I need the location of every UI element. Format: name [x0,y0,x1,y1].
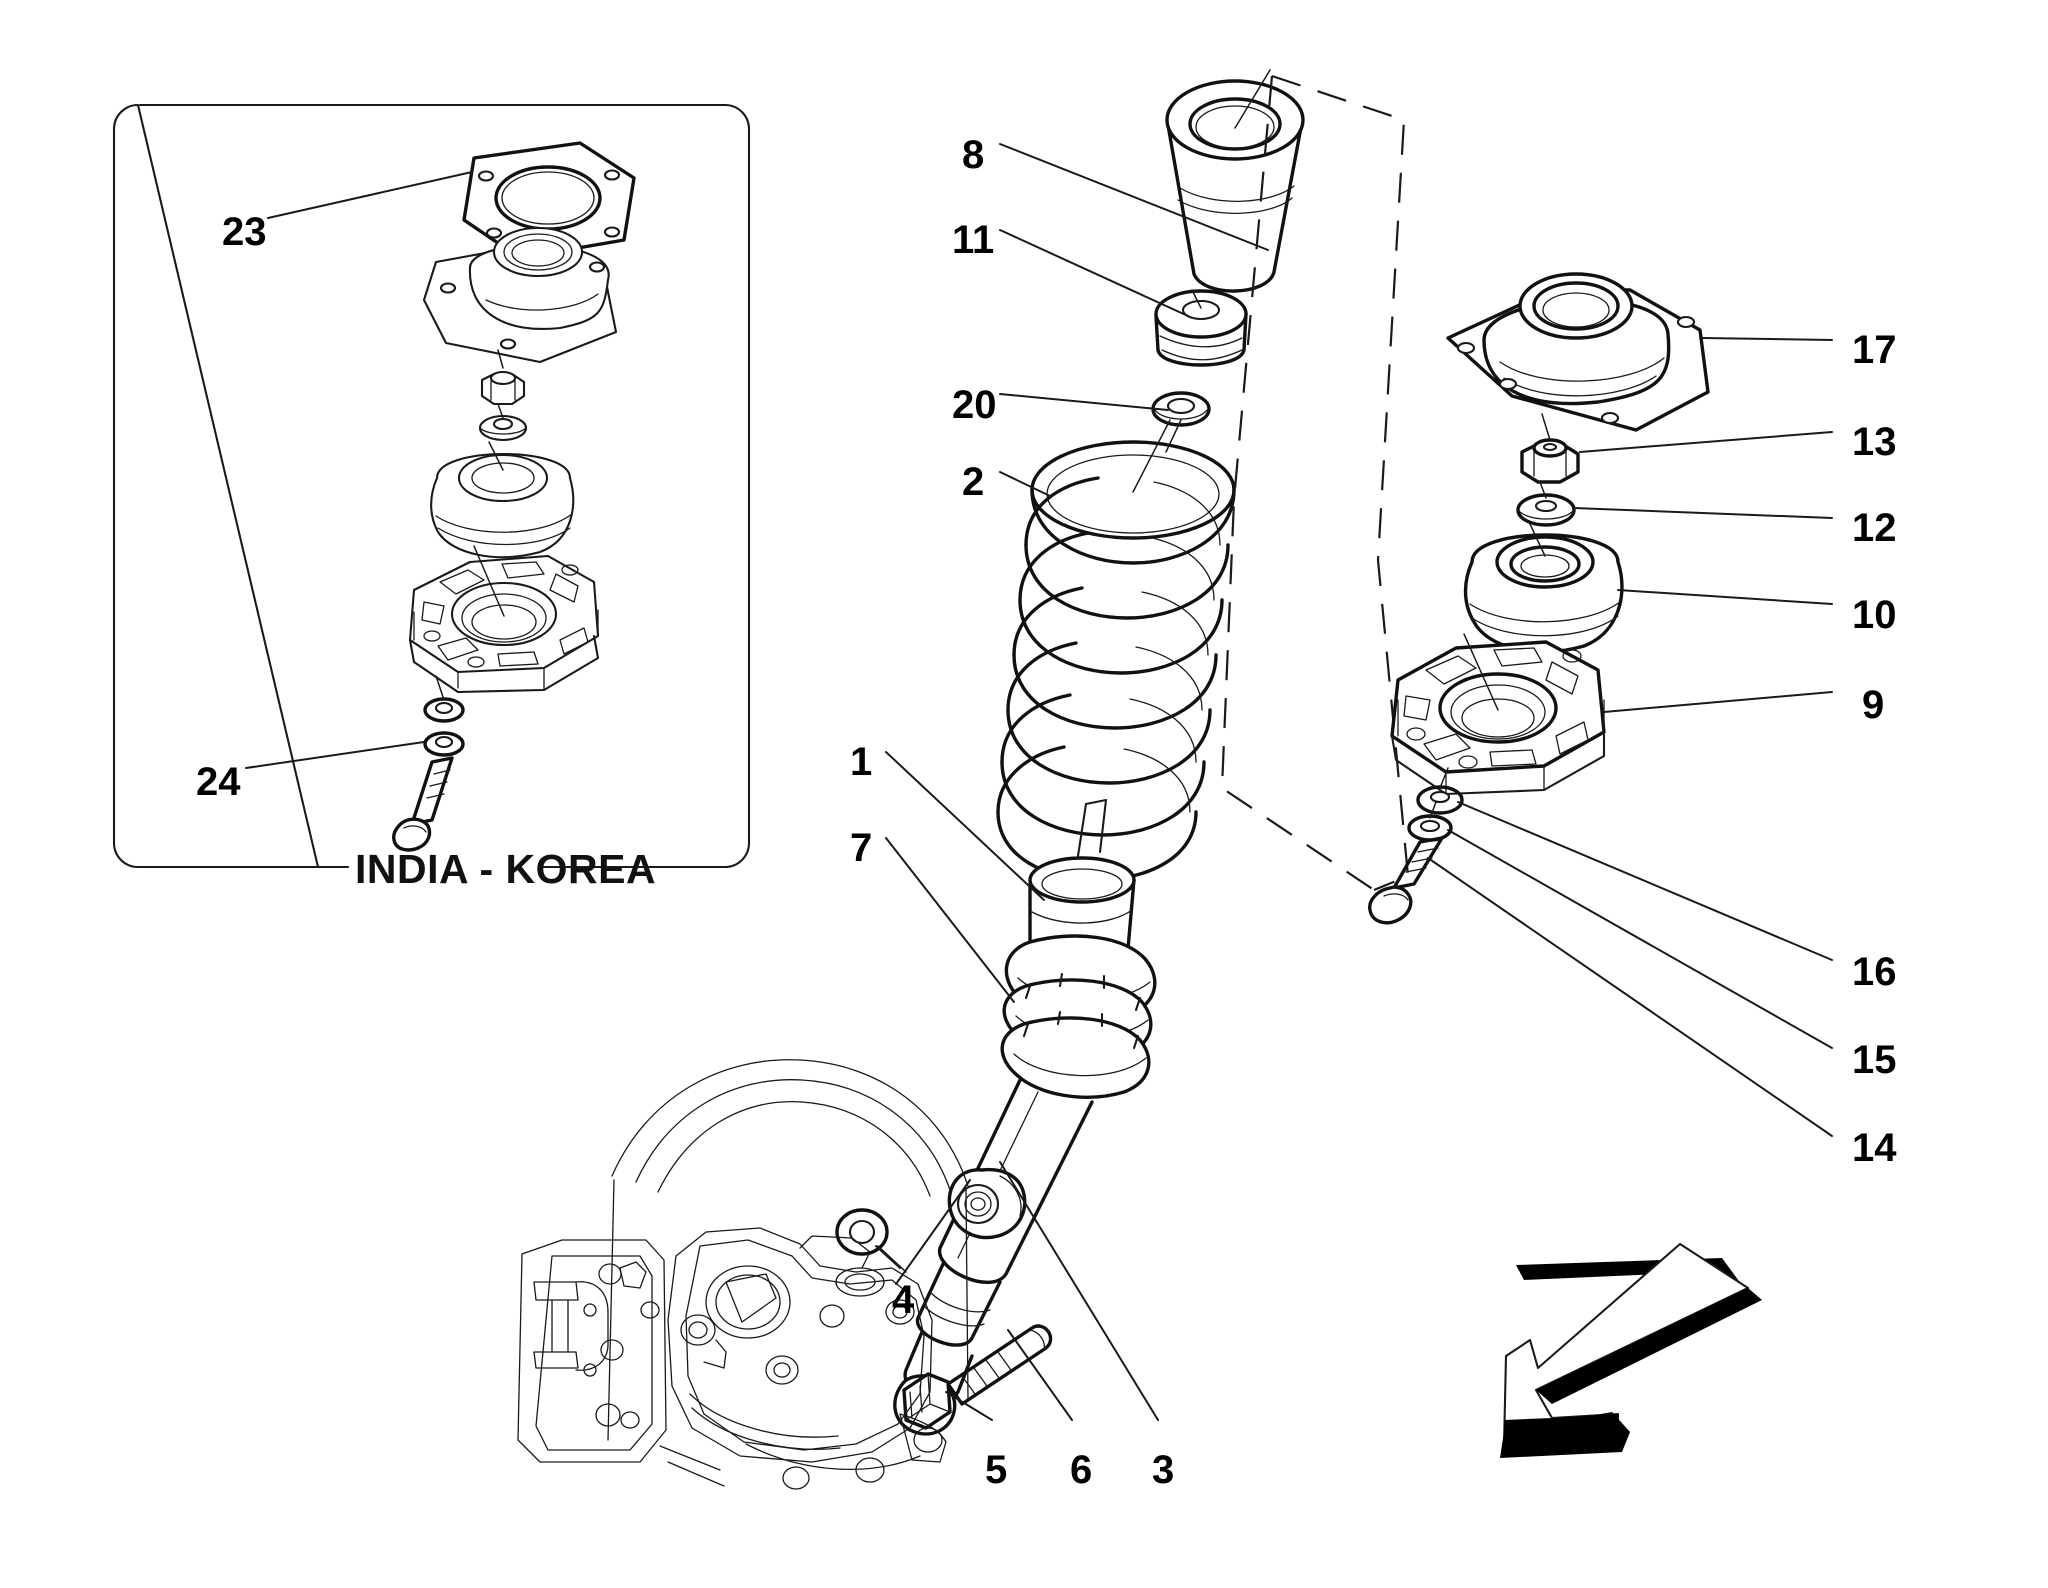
inset-part-rubber-bushing [430,441,575,559]
inset-caption: INDIA - KOREA [355,846,657,892]
main-part-20-spacer-ring [1151,391,1211,453]
leader-14 [1427,857,1833,1137]
main-part-8-spring-cup [1165,69,1305,293]
main-part-7-dust-boot [893,934,1157,1436]
leader-6 [1007,1329,1073,1421]
main-part-6-bolt [946,1324,1053,1406]
right-part-13-nut [1520,413,1580,484]
leader-24 [245,741,425,769]
callout-11: 11 [952,218,995,262]
callout-5: 5 [985,1448,1008,1492]
callout-3: 3 [1152,1448,1175,1492]
inset-part-washer [478,403,528,442]
callout-2: 2 [962,460,985,504]
leader-7 [885,837,1015,1003]
right-part-16-washer [1416,767,1464,815]
inset-part-spring-plate [408,545,600,694]
leader-8 [999,143,1269,251]
direction-arrow-icon [1500,1242,1762,1458]
right-part-10-rubber-mount [1463,523,1624,654]
main-part-3-bushing [947,1167,1027,1240]
callout-20: 20 [952,383,997,427]
leader-4 [875,1245,901,1269]
callout-8: 8 [962,133,985,177]
right-part-14-bolt [1368,836,1444,925]
callout-16: 16 [1852,950,1897,994]
dashed-group-bracket [1220,74,1410,892]
leader-13 [1579,431,1833,453]
leader-3a [999,1161,1159,1421]
callout-6: 6 [1070,1448,1093,1492]
leader-11 [999,229,1189,317]
right-part-17-top-mount [1446,272,1710,432]
callout-9: 9 [1862,683,1885,727]
inset-part-23-gasket-plate [462,141,636,260]
leader-16 [1457,801,1833,961]
inset-part-24-bolt [392,675,465,852]
main-part-4-washer [835,1208,907,1273]
leader-20 [999,393,1169,411]
callout-4: 4 [892,1278,915,1322]
leader-2 [999,471,1051,497]
leader-15 [1447,829,1833,1049]
callout-23: 23 [222,210,267,254]
callout-1: 1 [850,740,873,784]
inset-part-nut [480,349,526,406]
callout-24: 24 [196,760,241,804]
callout-7: 7 [850,826,873,870]
callout-10: 10 [1852,593,1897,637]
callout-12: 12 [1852,506,1897,550]
right-part-9-spring-plate [1390,633,1606,796]
callout-17: 17 [1852,328,1897,372]
right-part-15-washer [1407,801,1453,842]
leader-10 [1617,589,1833,605]
main-part-11-bushing [1154,289,1248,367]
leader-9 [1603,691,1833,713]
leader-3b [895,1179,971,1285]
inset-part-top-mount [422,226,618,364]
callout-13: 13 [1852,420,1897,464]
inset-box-frame [112,103,751,869]
leader-12 [1573,507,1833,519]
leader-17 [1701,337,1833,341]
right-part-12-washer [1516,481,1576,527]
leader-23 [267,171,473,219]
leader-5 [945,1391,993,1421]
callout-14: 14 [1852,1126,1897,1170]
leader-1 [885,751,1045,901]
main-brake-hub-assembly [517,1059,969,1490]
callout-15: 15 [1852,1038,1897,1082]
